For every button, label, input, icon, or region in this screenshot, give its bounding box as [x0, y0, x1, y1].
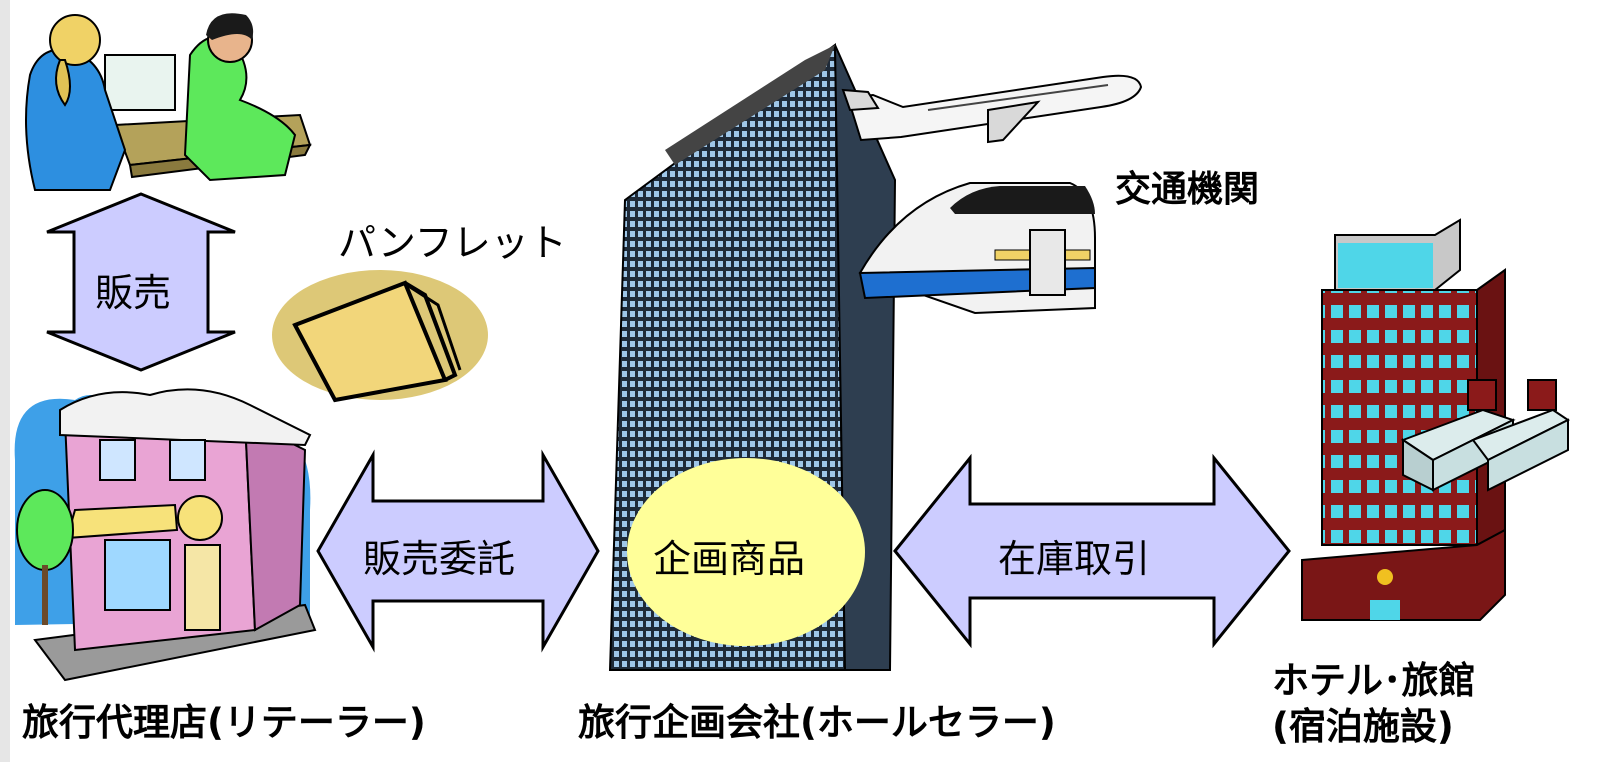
bullet-train-icon	[858, 182, 1096, 315]
travel-agency-shop-icon	[14, 388, 317, 682]
sales-consignment-arrow	[316, 449, 600, 653]
inventory-trade-label: 在庫取引	[998, 537, 1151, 581]
airplane-icon	[841, 74, 1143, 144]
hotel-icon	[1301, 218, 1506, 621]
sales-label: 販売	[95, 271, 172, 315]
sales-consignment-label: 販売委託	[363, 537, 516, 581]
hotel-label-line1: ホテル･旅館	[1272, 659, 1476, 702]
left-edge-bar	[0, 0, 10, 762]
customer-counter-icon	[25, 13, 312, 191]
travel-agency-label: 旅行代理店(リテーラー)	[22, 701, 426, 744]
pamphlet-icon	[272, 270, 488, 403]
sales-arrow	[46, 192, 236, 372]
transport-label: 交通機関	[1115, 169, 1260, 210]
tour-operator-label: 旅行企画会社(ホールセラー)	[578, 701, 1056, 744]
hotel-label-line2: (宿泊施設)	[1272, 705, 1454, 748]
pamphlet-label: パンフレット	[338, 221, 567, 265]
inventory-trade-arrow	[893, 453, 1291, 649]
planned-product-bubble	[627, 458, 865, 646]
planned-product-label: 企画商品	[653, 537, 806, 581]
bed-icon	[1400, 379, 1570, 492]
